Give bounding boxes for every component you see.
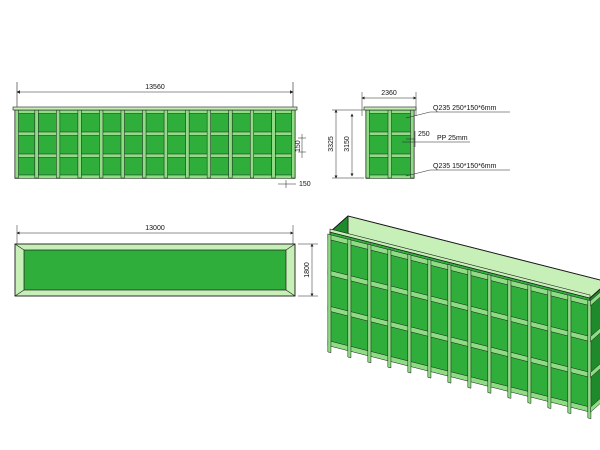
iso-end-rail [590, 363, 600, 378]
side-tank-frame [363, 106, 417, 179]
front-rib-label-1: 150 [295, 140, 302, 152]
front-post [185, 109, 190, 179]
iso-post [427, 259, 432, 379]
iso-post [447, 264, 452, 384]
side-top-lip [363, 106, 417, 111]
iso-post [507, 279, 512, 399]
front-width-label: 13560 [145, 84, 165, 91]
front-post [163, 109, 168, 179]
iso-post [567, 294, 572, 414]
side-post [365, 109, 370, 179]
plan-inner-panel [23, 249, 287, 291]
side-post [410, 109, 415, 179]
iso-post [387, 248, 392, 369]
iso-end-rail [590, 327, 600, 342]
front-panel [14, 109, 296, 179]
side-inner-height-label: 3150 [344, 136, 351, 152]
plan-view: 13000 1800 [14, 225, 318, 297]
iso-end-rail [590, 291, 600, 307]
front-post [56, 109, 61, 179]
iso-post [327, 233, 332, 353]
front-post [206, 109, 211, 179]
side-callouts: Q235 250*150*6mm 250 PP 25mm Q235 150*15… [402, 105, 510, 177]
side-view: 2360 3325 3150 Q235 250*150*6mm 250 PP 2… [328, 90, 510, 179]
front-rib-label-2: 150 [299, 181, 311, 188]
side-outer-height-label: 3325 [328, 136, 335, 152]
front-view: 13560 150 150 [12, 82, 311, 188]
iso-end-rail [590, 398, 600, 413]
front-tank-frame [12, 106, 298, 179]
iso-post [487, 274, 492, 394]
iso-post [587, 299, 592, 419]
callout-mid-label: PP 25mm [437, 135, 468, 142]
callout-top-label: Q235 250*150*6mm [433, 105, 497, 112]
callout-bottom-label: Q235 150*150*6mm [433, 163, 497, 170]
plan-height-label: 1800 [304, 262, 311, 278]
front-post [14, 109, 19, 179]
front-post [249, 109, 254, 179]
front-post [77, 109, 82, 179]
front-post [142, 109, 147, 179]
iso-post [527, 284, 532, 404]
front-post [34, 109, 39, 179]
iso-post [407, 253, 412, 374]
iso-post [547, 289, 552, 409]
iso-post [347, 238, 352, 359]
front-post [228, 109, 233, 179]
front-post [99, 109, 104, 179]
isometric-tank-icon [327, 215, 600, 419]
iso-post [467, 269, 472, 389]
iso-post [367, 243, 372, 364]
front-rib-dimensions: 150 150 [278, 134, 311, 188]
front-post [120, 109, 125, 179]
side-top-label: 2360 [381, 90, 397, 97]
front-post [271, 109, 276, 179]
plan-length-label: 13000 [145, 225, 165, 232]
front-top-lip [12, 106, 298, 111]
side-mid-dim-label: 250 [418, 131, 430, 138]
side-post [387, 109, 392, 179]
iso-top-rim [329, 228, 591, 299]
